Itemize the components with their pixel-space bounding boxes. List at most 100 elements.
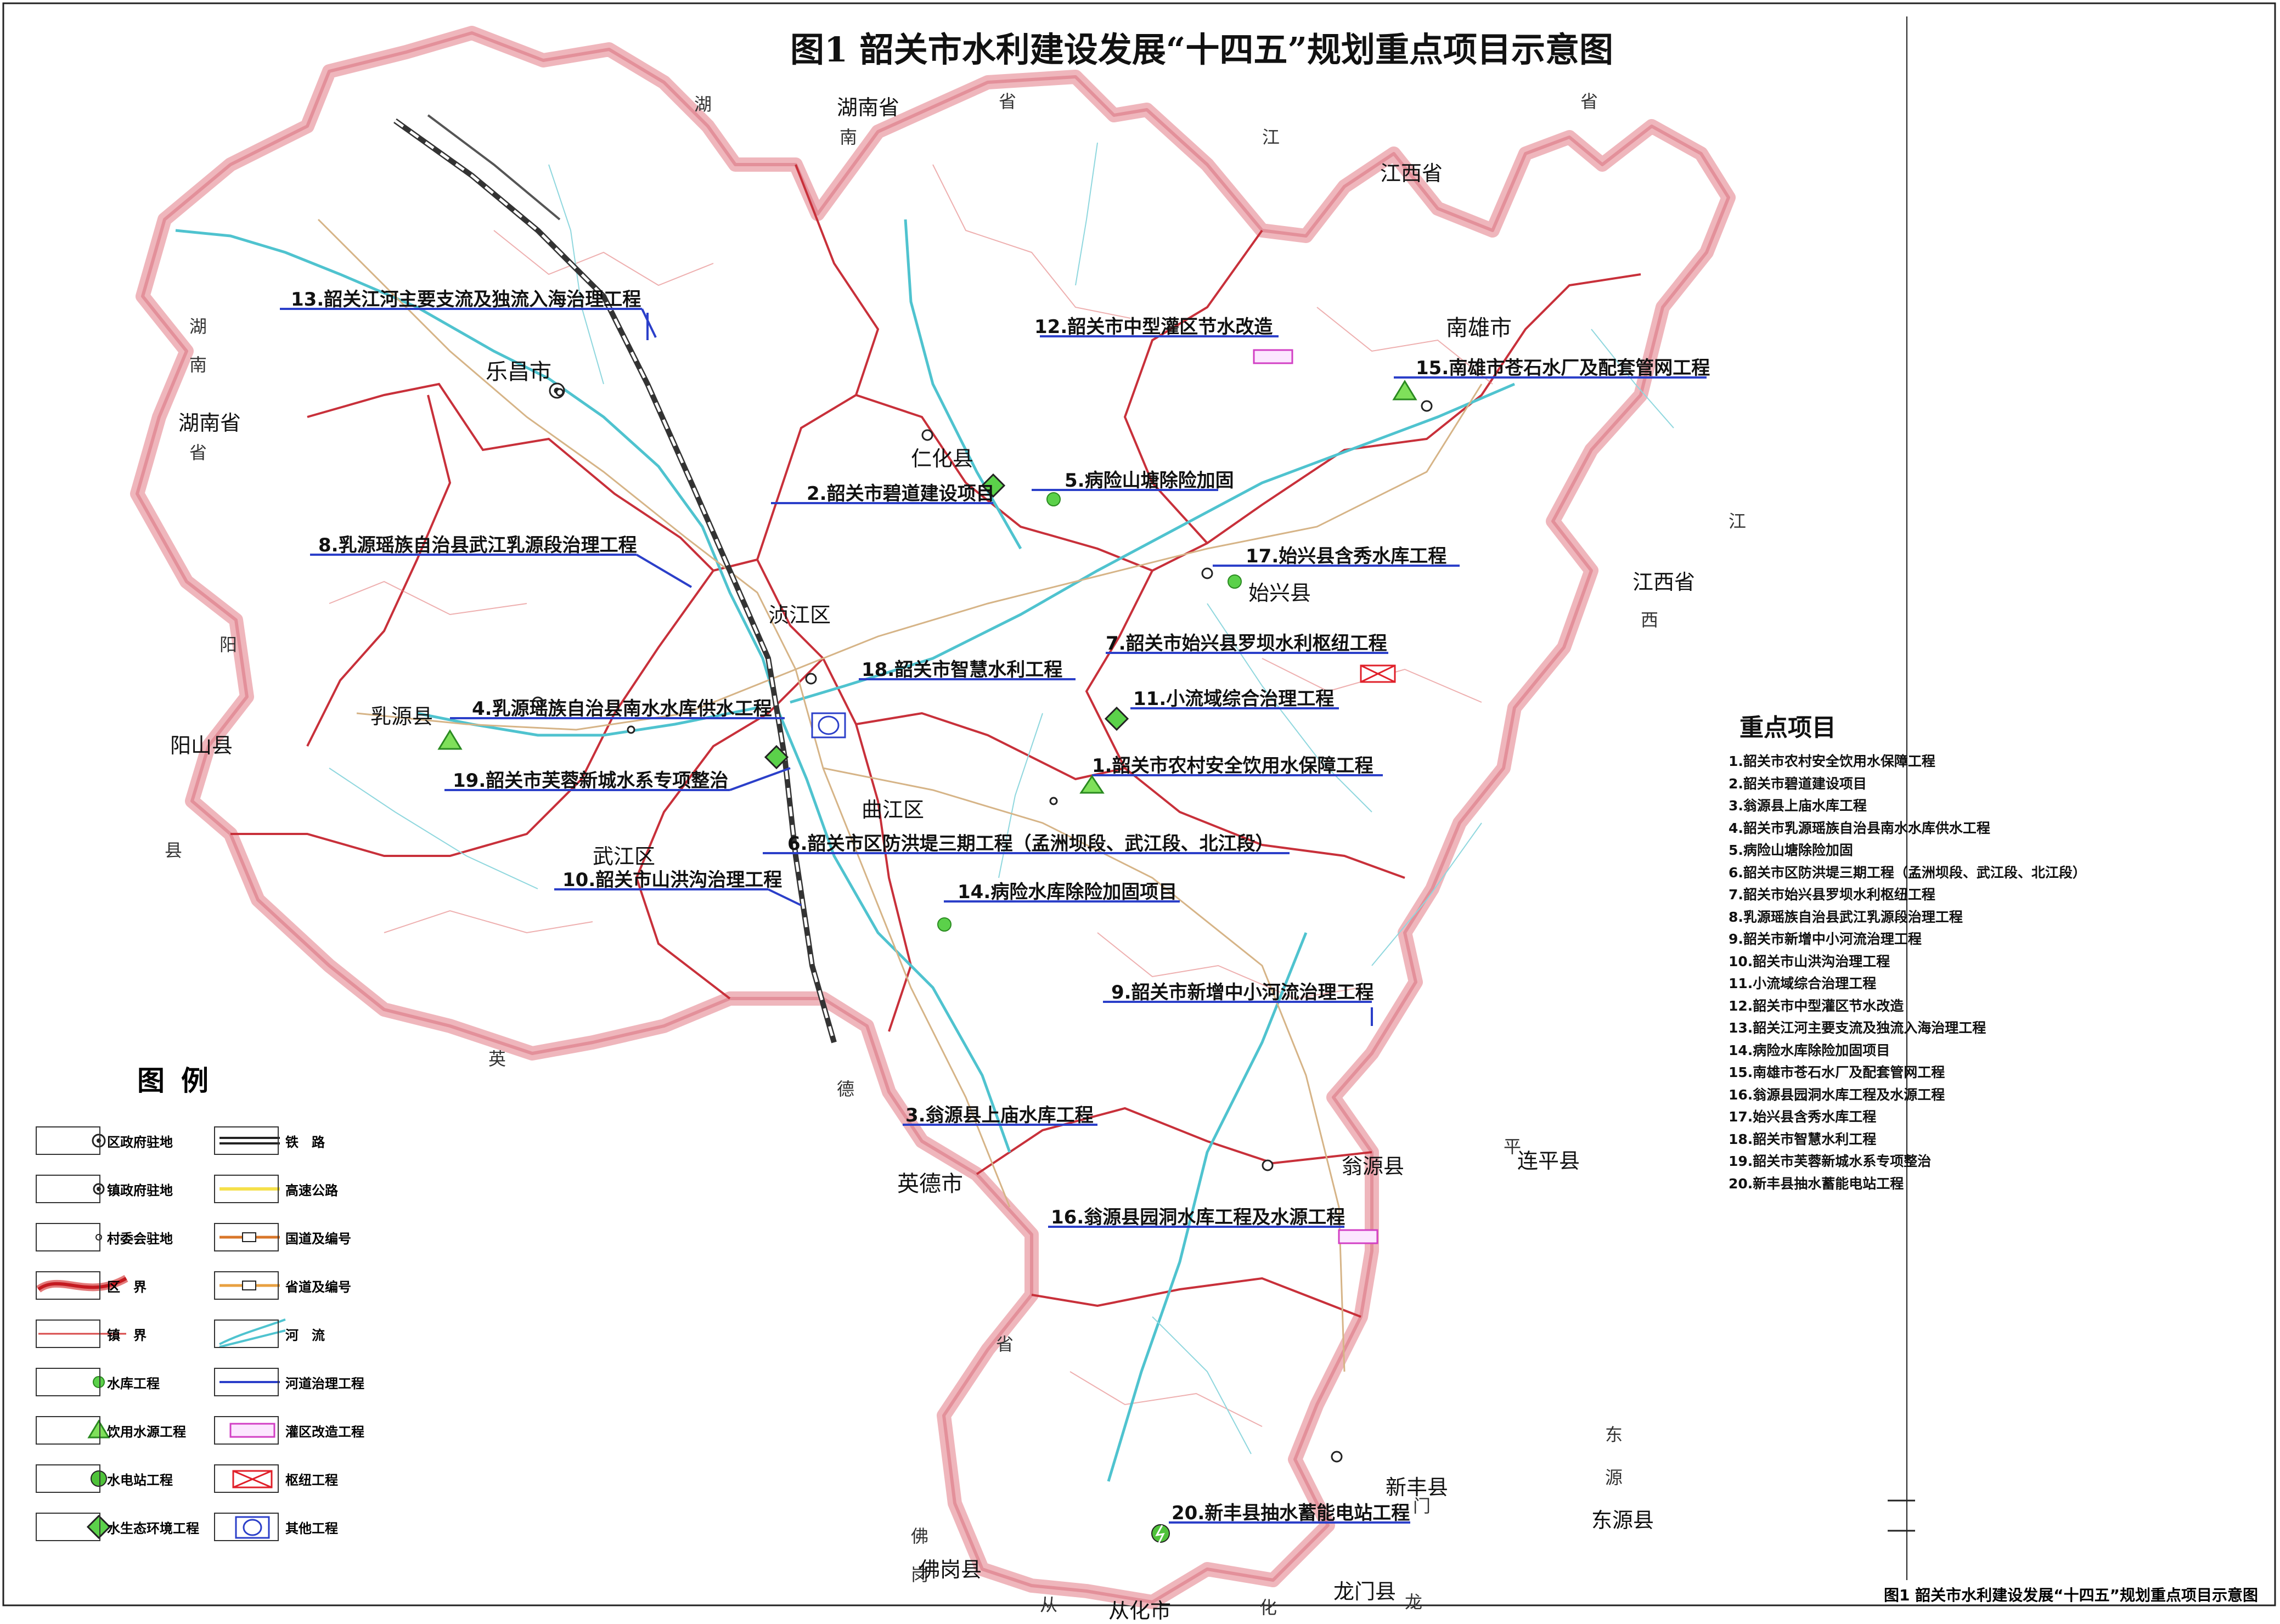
province-char: 省 (1580, 91, 1598, 112)
legend-item-label: 枢纽工程 (285, 1472, 338, 1488)
province-char: 岗 (911, 1564, 929, 1585)
other-project-icon (214, 1513, 279, 1541)
key-project-item: 14.病险水库除险加固项目 (1729, 1042, 1890, 1058)
place-dongyuan: 东源县 (1591, 1508, 1654, 1532)
project-label-12: 12.韶关市中型灌区节水改造 (1034, 316, 1273, 338)
project-label-5: 5.病险山塘除险加固 (1065, 470, 1234, 492)
p19-eco-icon (764, 745, 789, 770)
river-icon (214, 1319, 279, 1348)
project-label-4: 4.乳源瑶族自治县南水水库供水工程 (472, 698, 772, 720)
legend-item-label: 铁 路 (285, 1134, 325, 1150)
province-char: 江 (1729, 511, 1747, 532)
legend-item-label: 河道治理工程 (285, 1375, 364, 1391)
province-label-hunan-left: 湖南省 (178, 411, 241, 435)
project-label-14: 14.病险水库除险加固项目 (958, 881, 1178, 903)
key-project-item: 11.小流域综合治理工程 (1729, 975, 1877, 991)
key-project-item: 6.韶关市区防洪堤三期工程（孟洲坝段、武江段、北江段） (1729, 864, 2086, 881)
place-ruyuan: 乳源县 (370, 704, 434, 729)
place-qujiang: 曲江区 (862, 798, 925, 822)
p2-eco-icon (981, 473, 1006, 498)
project-label-6: 6.韶关市区防洪堤三期工程（孟洲坝段、武江段、北江段） (787, 833, 1274, 855)
p18-other-icon (811, 712, 846, 738)
province-label-jiangxi-right: 江西省 (1632, 570, 1696, 594)
legend-item-label: 区 界 (107, 1279, 147, 1295)
legend-item: 区政府驻地 (36, 1125, 173, 1157)
p5-reservoir-icon (1046, 492, 1061, 506)
place-lechang: 乐昌市 (486, 359, 551, 385)
river-regulation-icon (214, 1368, 279, 1396)
legend-item: 水生态环境工程 (36, 1511, 199, 1543)
p7-hub-icon (1360, 664, 1396, 683)
project-label-11: 11.小流域综合治理工程 (1133, 688, 1335, 710)
project-label-20: 20.新丰县抽水蓄能电站工程 (1172, 1502, 1410, 1524)
legend-item-label: 其他工程 (285, 1520, 338, 1536)
scale-marks (1888, 1499, 1915, 1532)
province-char: 英 (488, 1048, 506, 1069)
p16-irrigation-icon (1338, 1229, 1378, 1244)
key-project-item: 9.韶关市新增中小河流治理工程 (1729, 931, 1922, 947)
legend-item-label: 省道及编号 (285, 1279, 351, 1295)
key-project-item: 3.翁源县上庙水库工程 (1729, 798, 1867, 814)
key-project-item: 2.韶关市碧道建设项目 (1729, 775, 1867, 792)
hub-icon (214, 1464, 279, 1493)
project-symbols (437, 349, 1417, 1543)
project-label-7: 7.韶关市始兴县罗坝水利枢纽工程 (1106, 633, 1387, 655)
project-label-9: 9.韶关市新增中小河流治理工程 (1111, 982, 1374, 1003)
project-label-19: 19.韶关市芙蓉新城水系专项整治 (453, 770, 729, 792)
project-lines (280, 308, 1707, 1524)
project-label-8: 8.乳源瑶族自治县武江乳源段治理工程 (318, 534, 637, 556)
key-project-item: 17.始兴县含秀水库工程 (1729, 1109, 1877, 1125)
p1-drinking-water-icon (1079, 775, 1105, 794)
province-label-jiangxi-top: 江西省 (1380, 161, 1443, 185)
map-title: 图1 韶关市水利建设发展“十四五”规划重点项目示意图 (790, 30, 1614, 70)
city-boundary (130, 26, 1736, 1609)
p11-eco-icon (1104, 706, 1129, 731)
legend-item-label: 灌区改造工程 (285, 1424, 364, 1440)
place-yingde: 英德市 (897, 1171, 963, 1197)
legend-title: 图例 (137, 1065, 225, 1097)
province-char: 省 (999, 91, 1017, 112)
project-label-15: 15.南雄市苍石水厂及配套管网工程 (1416, 357, 1710, 379)
place-conghua: 从化市 (1108, 1599, 1172, 1623)
place-yangshan: 阳山县 (170, 734, 233, 758)
province-char: 南 (840, 127, 858, 148)
province-char: 湖 (189, 316, 207, 337)
town-boundaries (329, 164, 1493, 1427)
district-boundary-icon (36, 1271, 100, 1300)
legend-item-label: 水库工程 (107, 1375, 160, 1391)
project-label-17: 17.始兴县含秀水库工程 (1246, 545, 1447, 567)
district-seat-icon (36, 1126, 100, 1155)
legend-item: 河道治理工程 (214, 1366, 364, 1398)
key-project-item: 4.韶关市乳源瑶族自治县南水水库供水工程 (1729, 820, 1990, 836)
province-char: 源 (1605, 1467, 1623, 1488)
key-project-item: 15.南雄市苍石水厂及配套管网工程 (1729, 1064, 1945, 1080)
province-char: 江 (1262, 127, 1280, 148)
legend-item-label: 河 流 (285, 1327, 325, 1343)
legend-item-label: 镇政府驻地 (107, 1182, 173, 1198)
place-longmen: 龙门县 (1333, 1580, 1397, 1604)
key-project-item: 18.韶关市智慧水利工程 (1729, 1131, 1877, 1147)
p15-drinking-water-icon (1392, 380, 1417, 401)
province-char: 从 (1040, 1594, 1058, 1615)
county-boundaries (230, 164, 1641, 1318)
eco-environment-icon (36, 1513, 100, 1541)
drinking-water-icon (36, 1416, 100, 1445)
legend-item-label: 镇 界 (107, 1327, 147, 1343)
legend-item: 镇 界 (36, 1318, 147, 1350)
province-char: 龙 (1405, 1592, 1423, 1612)
key-project-item: 16.翁源县园洞水库工程及水源工程 (1729, 1086, 1945, 1103)
expressway-icon (214, 1175, 279, 1203)
place-xinfeng: 新丰县 (1386, 1475, 1449, 1499)
key-project-item: 10.韶关市山洪沟治理工程 (1729, 953, 1890, 969)
key-project-item: 19.韶关市芙蓉新城水系专项整治 (1729, 1153, 1932, 1169)
irrigation-icon (214, 1416, 279, 1445)
project-label-2: 2.韶关市碧道建设项目 (807, 483, 995, 505)
legend-item: 区 界 (36, 1270, 147, 1301)
key-project-item: 20.新丰县抽水蓄能电站工程 (1729, 1175, 1904, 1192)
place-renhua: 仁化县 (911, 447, 974, 471)
province-char: 湖 (694, 94, 712, 115)
legend-item: 枢纽工程 (214, 1463, 338, 1495)
